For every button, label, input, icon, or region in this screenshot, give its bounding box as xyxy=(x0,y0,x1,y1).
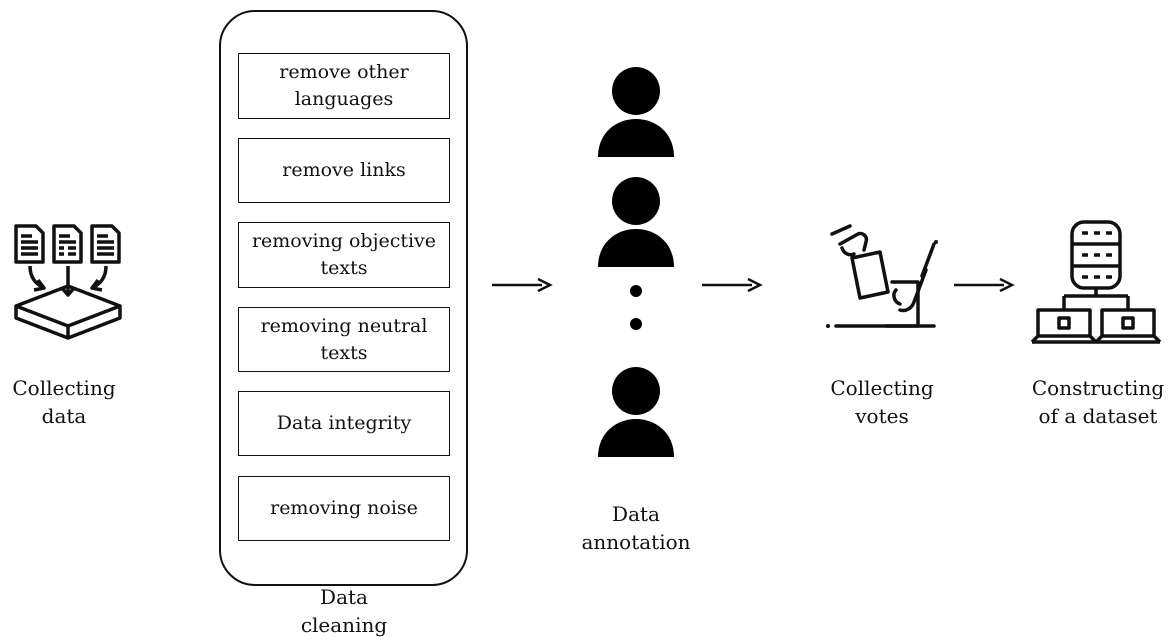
person-icon xyxy=(598,367,674,457)
cleaning-step: Data integrity xyxy=(238,391,450,456)
cleaning-step: removing neutral texts xyxy=(238,307,450,372)
documents-to-box-icon xyxy=(14,224,122,340)
cleaning-step: remove links xyxy=(238,138,450,203)
dots-icon xyxy=(630,285,642,330)
person-icon xyxy=(598,67,674,157)
arrow-right-icon xyxy=(954,277,1015,293)
cleaning-step: removing objective texts xyxy=(238,222,450,288)
database-network-icon xyxy=(1030,220,1162,344)
person-icon xyxy=(598,177,674,267)
cleaning-step: removing noise xyxy=(238,476,450,541)
constructing-dataset-label: Constructing of a dataset xyxy=(1031,376,1165,428)
ballot-voting-icon xyxy=(826,224,938,328)
collecting-data-label: Collecting data xyxy=(12,376,116,428)
data-cleaning-panel xyxy=(219,10,468,586)
data-cleaning-label: Data cleaning xyxy=(300,585,388,637)
collecting-votes-label: Collecting votes xyxy=(830,376,934,428)
data-annotation-label: Data annotation xyxy=(581,502,691,554)
cleaning-step: remove other languages xyxy=(238,53,450,119)
arrow-right-icon xyxy=(492,277,553,293)
arrow-right-icon xyxy=(702,277,763,293)
